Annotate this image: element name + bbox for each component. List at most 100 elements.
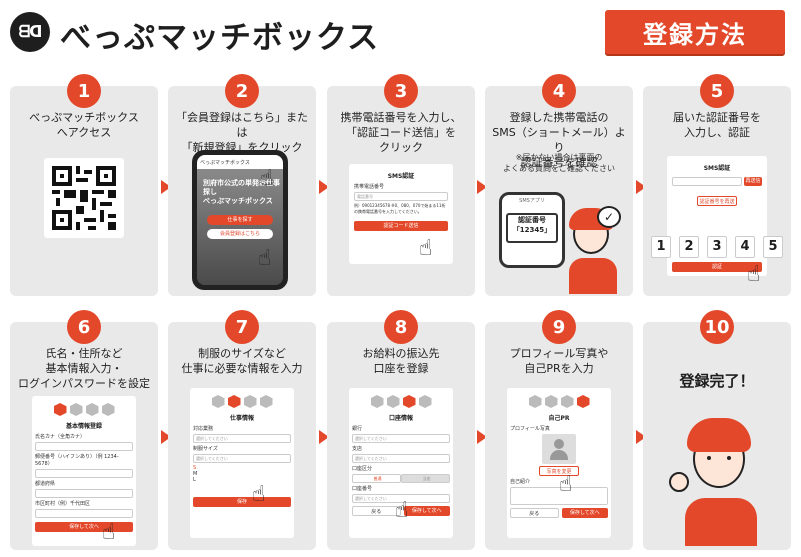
self-pr-textarea[interactable] bbox=[510, 487, 608, 505]
account-type-ordinary[interactable]: 普通 bbox=[352, 474, 401, 483]
city-input[interactable] bbox=[35, 509, 133, 518]
save-next-button[interactable]: 保存して次へ bbox=[561, 508, 608, 518]
step-card-6: 6 氏名・住所など 基本情報入力・ ログインパスワードを設定 基本情報登録 氏名… bbox=[10, 310, 158, 550]
progress-steps bbox=[510, 391, 608, 411]
registration-complete-text: 登録完了！ bbox=[679, 372, 755, 390]
step-card-8: 8 お給料の振込先 口座を登録 口座情報 銀行 選択してください 支店 選択して… bbox=[327, 310, 475, 550]
save-next-button[interactable]: 保存して次へ bbox=[403, 506, 450, 516]
progress-steps bbox=[35, 399, 133, 419]
resend-button[interactable]: 再送信 bbox=[744, 177, 762, 186]
sms-phone: SMSアプリ 認証番号 「12345」 bbox=[499, 192, 565, 268]
branch-select[interactable]: 選択してください bbox=[352, 454, 450, 463]
next-arrow-icon bbox=[477, 180, 487, 194]
code-digit[interactable]: 4 bbox=[735, 236, 755, 258]
step-caption: 携帯電話番号を入力し、 「認証コード送信」を クリック bbox=[340, 111, 462, 154]
step-caption: 登録した携帯電話の SMS（ショートメール）より 認証番号を確認 bbox=[492, 111, 626, 169]
size-option[interactable]: S bbox=[193, 465, 197, 471]
step-card-1: 1 べっぷマッチボックス へアクセス bbox=[10, 74, 158, 296]
code-digit[interactable]: 5 bbox=[763, 236, 783, 258]
resend-code-button[interactable]: 認証番号を再送 bbox=[697, 196, 737, 206]
pointing-hand-icon: ☝ bbox=[559, 472, 573, 497]
screen-title: SMS認証 bbox=[703, 165, 731, 172]
next-arrow-icon bbox=[319, 180, 329, 194]
phone-number-display bbox=[672, 177, 742, 186]
register-button[interactable]: 会員登録はこちら bbox=[207, 229, 273, 239]
logo-mark: ᗺᗡ bbox=[18, 22, 43, 41]
code-digits: 1 2 3 4 5 bbox=[647, 236, 787, 258]
woman-ok-illustration bbox=[669, 412, 763, 548]
step-number: 6 bbox=[67, 310, 101, 344]
code-digit[interactable]: 3 bbox=[707, 236, 727, 258]
field-label: 郵便番号（ハイフンあり）（例 1234-5678） bbox=[35, 454, 119, 467]
bank-select[interactable]: 選択してください bbox=[352, 434, 450, 443]
step-number: 5 bbox=[700, 74, 734, 108]
save-button[interactable]: 保存 bbox=[193, 497, 291, 507]
pointing-hand-icon: ☝ bbox=[260, 166, 274, 191]
prefecture-input[interactable] bbox=[35, 489, 133, 498]
pointing-hand-icon: ☝ bbox=[419, 236, 433, 261]
change-photo-button[interactable]: 写真を変更 bbox=[539, 466, 579, 476]
basic-info-screen: 基本情報登録 氏名カナ（全角カナ） 郵便番号（ハイフンあり）（例 1234-56… bbox=[32, 396, 136, 546]
step-caption: べっぷマッチボックス へアクセス bbox=[29, 111, 139, 139]
self-pr-screen: 自己PR プロフィール写真 写真を変更 自己紹介 戻る 保存して次へ bbox=[507, 388, 611, 538]
check-bubble-icon: ✓ bbox=[597, 206, 621, 228]
step-number: 1 bbox=[67, 74, 101, 108]
name-kana-input[interactable] bbox=[35, 442, 133, 451]
field-label: 自己紹介 bbox=[510, 479, 531, 485]
field-label: 支店 bbox=[352, 446, 363, 452]
profile-photo-placeholder[interactable] bbox=[542, 434, 576, 464]
step-card-2: 2 「会員登録はこちら」または 「新規登録」をクリック べっぷマッチボックス 別… bbox=[168, 74, 316, 296]
step-number: 8 bbox=[384, 310, 418, 344]
account-number-input[interactable]: 選択してください bbox=[352, 494, 450, 503]
field-label: 制服サイズ bbox=[193, 446, 218, 452]
screen-title: 仕事情報 bbox=[229, 415, 254, 422]
brand-name: べっぷマッチボックス bbox=[60, 20, 380, 56]
sms-app-name: SMSアプリ bbox=[519, 198, 545, 204]
bank-info-screen: 口座情報 銀行 選択してください 支店 選択してください 口座区分 普通 当座 … bbox=[349, 388, 453, 538]
size-option[interactable]: L bbox=[193, 477, 196, 483]
phone-number-input[interactable]: 電話番号 bbox=[354, 192, 448, 201]
step-card-3: 3 携帯電話番号を入力し、 「認証コード送信」を クリック SMS認証 携帯電話… bbox=[327, 74, 475, 296]
step-number: 4 bbox=[542, 74, 576, 108]
save-next-button[interactable]: 保存して次へ bbox=[35, 522, 133, 532]
verify-button[interactable]: 認証 bbox=[672, 262, 762, 272]
step-number: 9 bbox=[542, 310, 576, 344]
header: ᗺᗡ べっぷマッチボックス 登録方法 bbox=[0, 0, 801, 66]
step-caption: お給料の振込先 口座を登録 bbox=[362, 347, 440, 375]
code-digit[interactable]: 1 bbox=[651, 236, 671, 258]
progress-steps bbox=[352, 391, 450, 411]
hero-text: 別府市公式の単発お仕事探し べっぷマッチボックス bbox=[203, 179, 280, 205]
qr-code[interactable] bbox=[44, 158, 124, 238]
find-job-button[interactable]: 仕事を探す bbox=[207, 215, 273, 225]
step-number: 2 bbox=[225, 74, 259, 108]
uniform-size-select[interactable]: 選択してください bbox=[193, 454, 291, 463]
registration-method-badge: 登録方法 bbox=[605, 10, 785, 54]
size-option[interactable]: M bbox=[193, 471, 198, 477]
pointing-hand-icon: ☝ bbox=[395, 498, 409, 523]
duty-select[interactable]: 選択してください bbox=[193, 434, 291, 443]
step-caption: プロフィール写真や 自己PRを入力 bbox=[509, 347, 609, 375]
back-button[interactable]: 戻る bbox=[352, 506, 401, 516]
field-label: 市区町村（例）千代田区 bbox=[35, 501, 91, 507]
account-type-current[interactable]: 当座 bbox=[401, 474, 450, 483]
back-button[interactable]: 戻る bbox=[510, 508, 559, 518]
step-number: 3 bbox=[384, 74, 418, 108]
pointing-hand-icon: ☝ bbox=[102, 520, 116, 545]
next-arrow-icon bbox=[161, 430, 171, 444]
field-label: 口座番号 bbox=[352, 486, 373, 492]
next-arrow-icon bbox=[319, 430, 329, 444]
screen-title: 自己PR bbox=[548, 415, 570, 422]
code-digit[interactable]: 2 bbox=[679, 236, 699, 258]
step-card-4: 4 登録した携帯電話の SMS（ショートメール）より 認証番号を確認 ※届かない… bbox=[485, 74, 633, 296]
step-card-10: 10 登録完了！ bbox=[643, 310, 791, 550]
step-caption: 制服のサイズなど 仕事に必要な情報を入力 bbox=[181, 347, 303, 375]
sms-code: 「12345」 bbox=[512, 226, 552, 234]
sms-verify-screen: SMS認証 再送信 認証番号を再送 認証 bbox=[667, 156, 767, 276]
postal-code-input[interactable] bbox=[35, 469, 133, 478]
screen-title: SMS認証 bbox=[387, 173, 415, 180]
job-info-screen: 仕事情報 対応業務 選択してください 制服サイズ 選択してください S M L … bbox=[190, 388, 294, 538]
phone-mockup: べっぷマッチボックス 別府市公式の単発お仕事探し べっぷマッチボックス 仕事を探… bbox=[192, 150, 288, 290]
send-code-button[interactable]: 認証コード送信 bbox=[354, 221, 448, 231]
screen-title: 基本情報登録 bbox=[65, 423, 102, 430]
next-arrow-icon bbox=[161, 180, 171, 194]
